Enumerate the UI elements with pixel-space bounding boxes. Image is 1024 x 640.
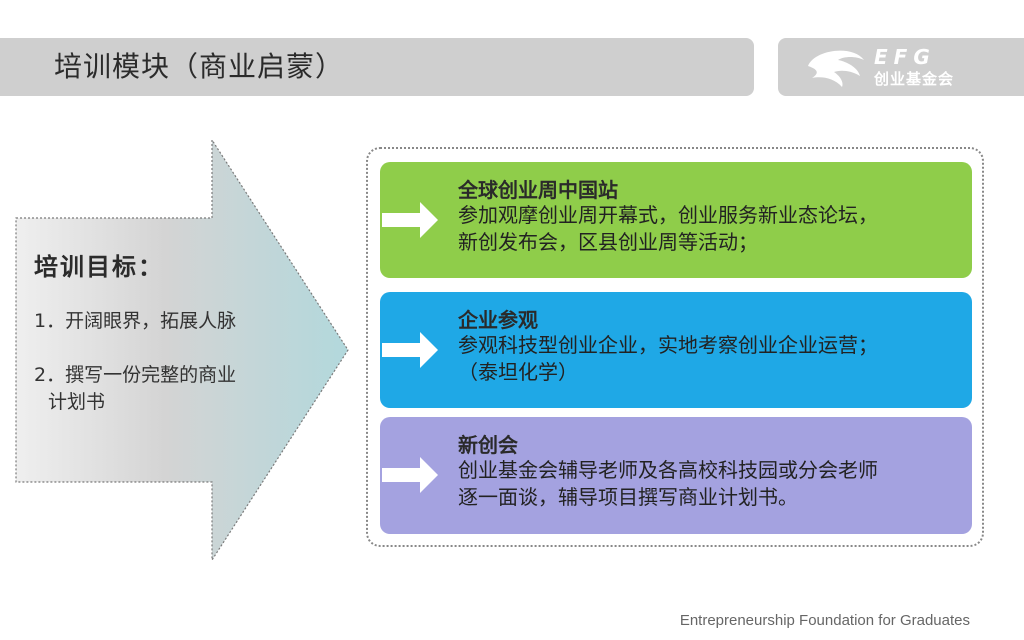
arrow-right-icon	[382, 457, 438, 493]
footer-text: Entrepreneurship Foundation for Graduate…	[679, 612, 970, 629]
goal-line: 计划书	[48, 391, 106, 413]
activity-title: 企业参观	[458, 308, 538, 332]
activity-description: 参观科技型创业企业，实地考察创业企业运营； （泰坦化学）	[458, 332, 958, 386]
goal-item: 2．撰写一份完整的商业 计划书	[34, 362, 284, 416]
goal-line: 1．开阔眼界，拓展人脉	[34, 310, 237, 332]
activities-frame	[366, 147, 984, 547]
arrow-right-icon	[382, 332, 438, 368]
activity-line: 参观科技型创业企业，实地考察创业企业运营；	[458, 333, 878, 357]
activity-title: 新创会	[458, 433, 518, 457]
activity-line: 逐一面谈，辅导项目撰写商业计划书。	[458, 485, 798, 509]
activity-card-company-visit: 企业参观 参观科技型创业企业，实地考察创业企业运营； （泰坦化学）	[380, 292, 972, 408]
goals-title: 培训目标：	[34, 253, 164, 281]
large-arrow-shape	[15, 137, 349, 563]
goal-item: 1．开阔眼界，拓展人脉	[34, 308, 236, 335]
activity-card-innovation-week: 全球创业周中国站 参加观摩创业周开幕式，创业服务新业态论坛， 新创发布会，区县创…	[380, 162, 972, 278]
arrow-right-icon	[382, 202, 438, 238]
bird-logo-icon	[808, 50, 864, 87]
activity-title: 全球创业周中国站	[458, 178, 618, 202]
activity-card-startup-meeting: 新创会 创业基金会辅导老师及各高校科技园或分会老师 逐一面谈，辅导项目撰写商业计…	[380, 417, 972, 534]
activity-description: 参加观摩创业周开幕式，创业服务新业态论坛， 新创发布会，区县创业周等活动；	[458, 202, 958, 256]
page-title: 培训模块（商业启蒙）	[54, 50, 345, 83]
activity-line: 创业基金会辅导老师及各高校科技园或分会老师	[458, 458, 878, 482]
activity-line: 参加观摩创业周开幕式，创业服务新业态论坛，	[458, 203, 878, 227]
logo-mark-text: EFG	[874, 45, 936, 69]
logo: EFG 创业基金会	[778, 38, 1024, 96]
activity-line: 新创发布会，区县创业周等活动；	[458, 230, 758, 254]
activity-line: （泰坦化学）	[458, 360, 578, 384]
goal-line: 2．撰写一份完整的商业	[34, 364, 237, 386]
title-bar: 培训模块（商业启蒙）	[0, 38, 754, 96]
logo-name: 创业基金会	[874, 70, 955, 88]
activity-description: 创业基金会辅导老师及各高校科技园或分会老师 逐一面谈，辅导项目撰写商业计划书。	[458, 457, 958, 511]
